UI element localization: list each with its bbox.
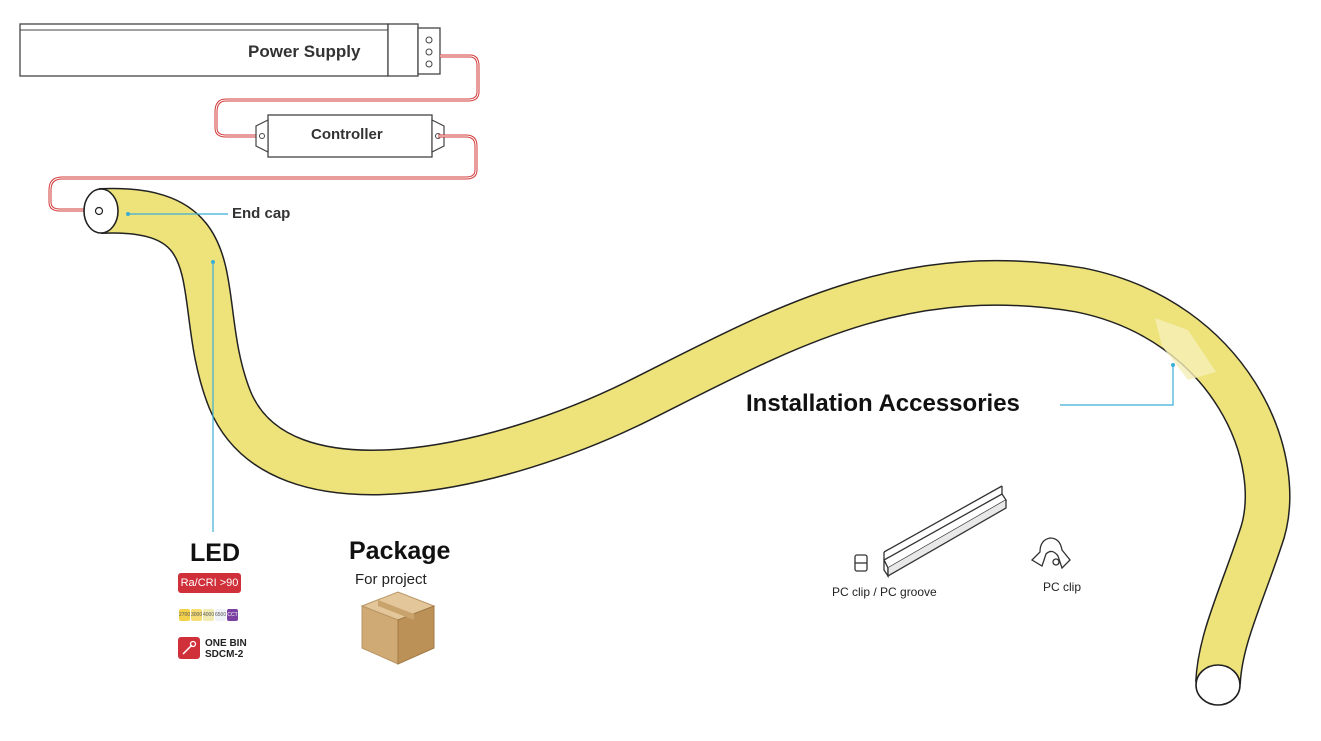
- one-bin-line1: ONE BIN: [205, 638, 247, 649]
- power-supply-label: Power Supply: [248, 42, 361, 61]
- cct-chip: CCT: [227, 609, 238, 621]
- leader-lines: [128, 213, 1174, 532]
- package-title: Package: [349, 537, 451, 565]
- power-supply-unit: [19, 23, 441, 77]
- led-title: LED: [190, 539, 240, 567]
- one-bin-text: ONE BIN SDCM-2: [205, 638, 247, 660]
- controller-unit: [255, 114, 445, 158]
- end-cap-far: [1195, 664, 1241, 706]
- cct-chip: 3000: [191, 609, 202, 621]
- pc-clip-label: PC clip: [1043, 580, 1082, 594]
- installation-accessories-label: Installation Accessories: [746, 390, 1020, 417]
- accessory-highlight: [1155, 318, 1216, 380]
- pc-clip-small-icon: [854, 554, 868, 572]
- end-cap: [83, 188, 119, 234]
- end-cap-label: End cap: [232, 205, 291, 222]
- cri-badge: Ra/CRI >90: [178, 573, 241, 593]
- pc-clip-icon: [1030, 537, 1071, 570]
- cct-chip: 6500: [215, 609, 226, 621]
- controller-label: Controller: [311, 126, 383, 143]
- package-subtitle: For project: [355, 571, 427, 588]
- cct-chip: 2700: [179, 609, 190, 621]
- one-bin-icon: [178, 637, 200, 659]
- package-box-icon: [360, 591, 436, 665]
- one-bin-line2: SDCM-2: [205, 649, 244, 660]
- pc-groove-icon: [883, 485, 1007, 579]
- cct-chip-row: 2700 3000 4000 6500 CCT: [179, 609, 238, 621]
- cct-chip: 4000: [203, 609, 214, 621]
- pc-clip-groove-label: PC clip / PC groove: [832, 585, 937, 599]
